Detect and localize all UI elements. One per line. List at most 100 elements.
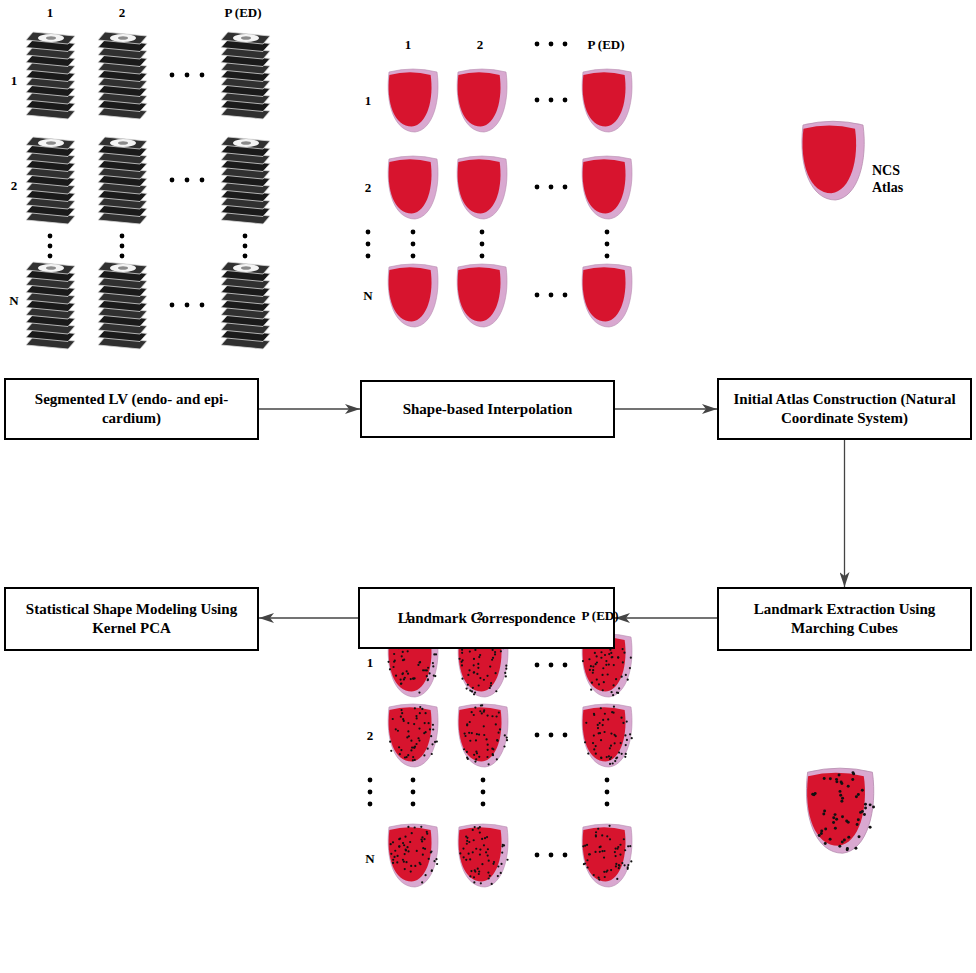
box-text: Landmark Extraction Using Marching Cubes [730,600,960,638]
landmark-dot [612,762,614,764]
landmark-dot [593,734,595,736]
landmark-dot [603,856,605,858]
landmark-dot [496,739,498,741]
landmark-dot [494,653,496,655]
landmark-dot [400,716,402,718]
landmark-dot [436,863,438,865]
lv-surface [582,264,632,327]
landmark-dot [432,662,434,664]
landmark-dot [625,753,627,755]
landmark-dot [466,751,468,753]
epicardium-surface [458,704,508,767]
landmark-dot [401,712,403,714]
landmark-dot [403,720,405,722]
ellipsis-dot [366,242,371,247]
landmark-dot [469,740,471,742]
landmark-dot [393,661,395,663]
ellipsis-dot [411,254,416,259]
landmark-dot [428,858,430,860]
landmark-dot [829,838,832,841]
landmark-dot [497,865,499,867]
landmark-dot [483,679,485,681]
landmark-dot [622,648,624,650]
epicardium-surface [388,264,438,327]
epicardium-surface [388,824,438,887]
landmark-dot [463,856,465,858]
landmark-dot [422,847,424,849]
landmark-dot [606,835,608,837]
landmark-dot [601,674,603,676]
image-stack [221,137,270,224]
ellipsis-dot [563,663,568,668]
endocardium-surface [459,707,502,761]
lv-cavity [241,36,251,40]
landmark-dot [425,712,427,714]
landmark-dot [600,846,602,848]
landmark-dot [403,844,405,846]
landmark-dot [478,873,480,875]
endocardium-surface [389,72,432,126]
image-stack [221,32,270,119]
landmark-dot [419,863,421,865]
landmark-dot [601,834,603,836]
landmark-dot [390,750,392,752]
landmark-dot [465,859,467,861]
landmark-dot [470,870,472,872]
landmark-dot [619,854,621,856]
landmark-dot [486,675,488,677]
landmark-dot [413,746,415,748]
flow-arrow [259,617,358,618]
landmark-dot [492,863,494,865]
ellipsis-dot [48,254,53,259]
landmark-dot [395,675,397,677]
landmark-dot [485,851,487,853]
landmark-dot [502,844,504,846]
landmark-dot [421,836,423,838]
index-label: 1 [405,37,412,52]
landmark-dot [626,720,628,722]
landmark-dot [461,652,463,654]
landmark-dot [501,851,503,853]
landmark-dot [467,684,469,686]
landmark-dot [495,690,497,692]
landmark-dot [466,840,468,842]
landmark-dot [603,681,605,683]
epicardium-surface [802,121,864,200]
ellipsis-dot [563,98,568,103]
image-slice [98,32,147,44]
box-text: Segmented LV (endo- and epi-cardium) [32,390,232,428]
landmark-dot [475,751,477,753]
ellipsis-dot [605,802,610,807]
index-label: N [9,293,18,308]
landmark-dot [421,881,423,883]
lv-section [38,34,64,42]
landmark-dot [407,754,409,756]
landmark-dot [489,666,491,668]
landmark-dot [467,674,469,676]
landmark-dot [855,795,858,798]
landmark-dot [864,807,867,810]
landmark-dot [829,777,832,780]
landmark-dot [431,753,433,755]
landmark-dot [617,656,619,658]
endocardium-surface [458,159,501,213]
landmark-dot [418,661,420,663]
landmark-dot [481,712,483,714]
landmark-dot [495,672,497,674]
endocardium-surface [459,827,502,881]
landmark-dot [621,753,623,755]
landmark-dot [416,850,418,852]
epicardium-surface [582,69,632,132]
landmark-dot [840,800,843,803]
landmark-dot [490,682,492,684]
landmark-dot [478,733,480,735]
landmark-dot [838,774,841,777]
landmark-dot [491,883,493,885]
landmark-dot [492,753,494,755]
landmark-dot [504,734,506,736]
epicardium-surface [457,156,507,219]
landmark-dot [615,847,617,849]
landmark-dot [610,869,612,871]
landmark-dot [415,715,417,717]
flow-arrow [615,408,717,409]
